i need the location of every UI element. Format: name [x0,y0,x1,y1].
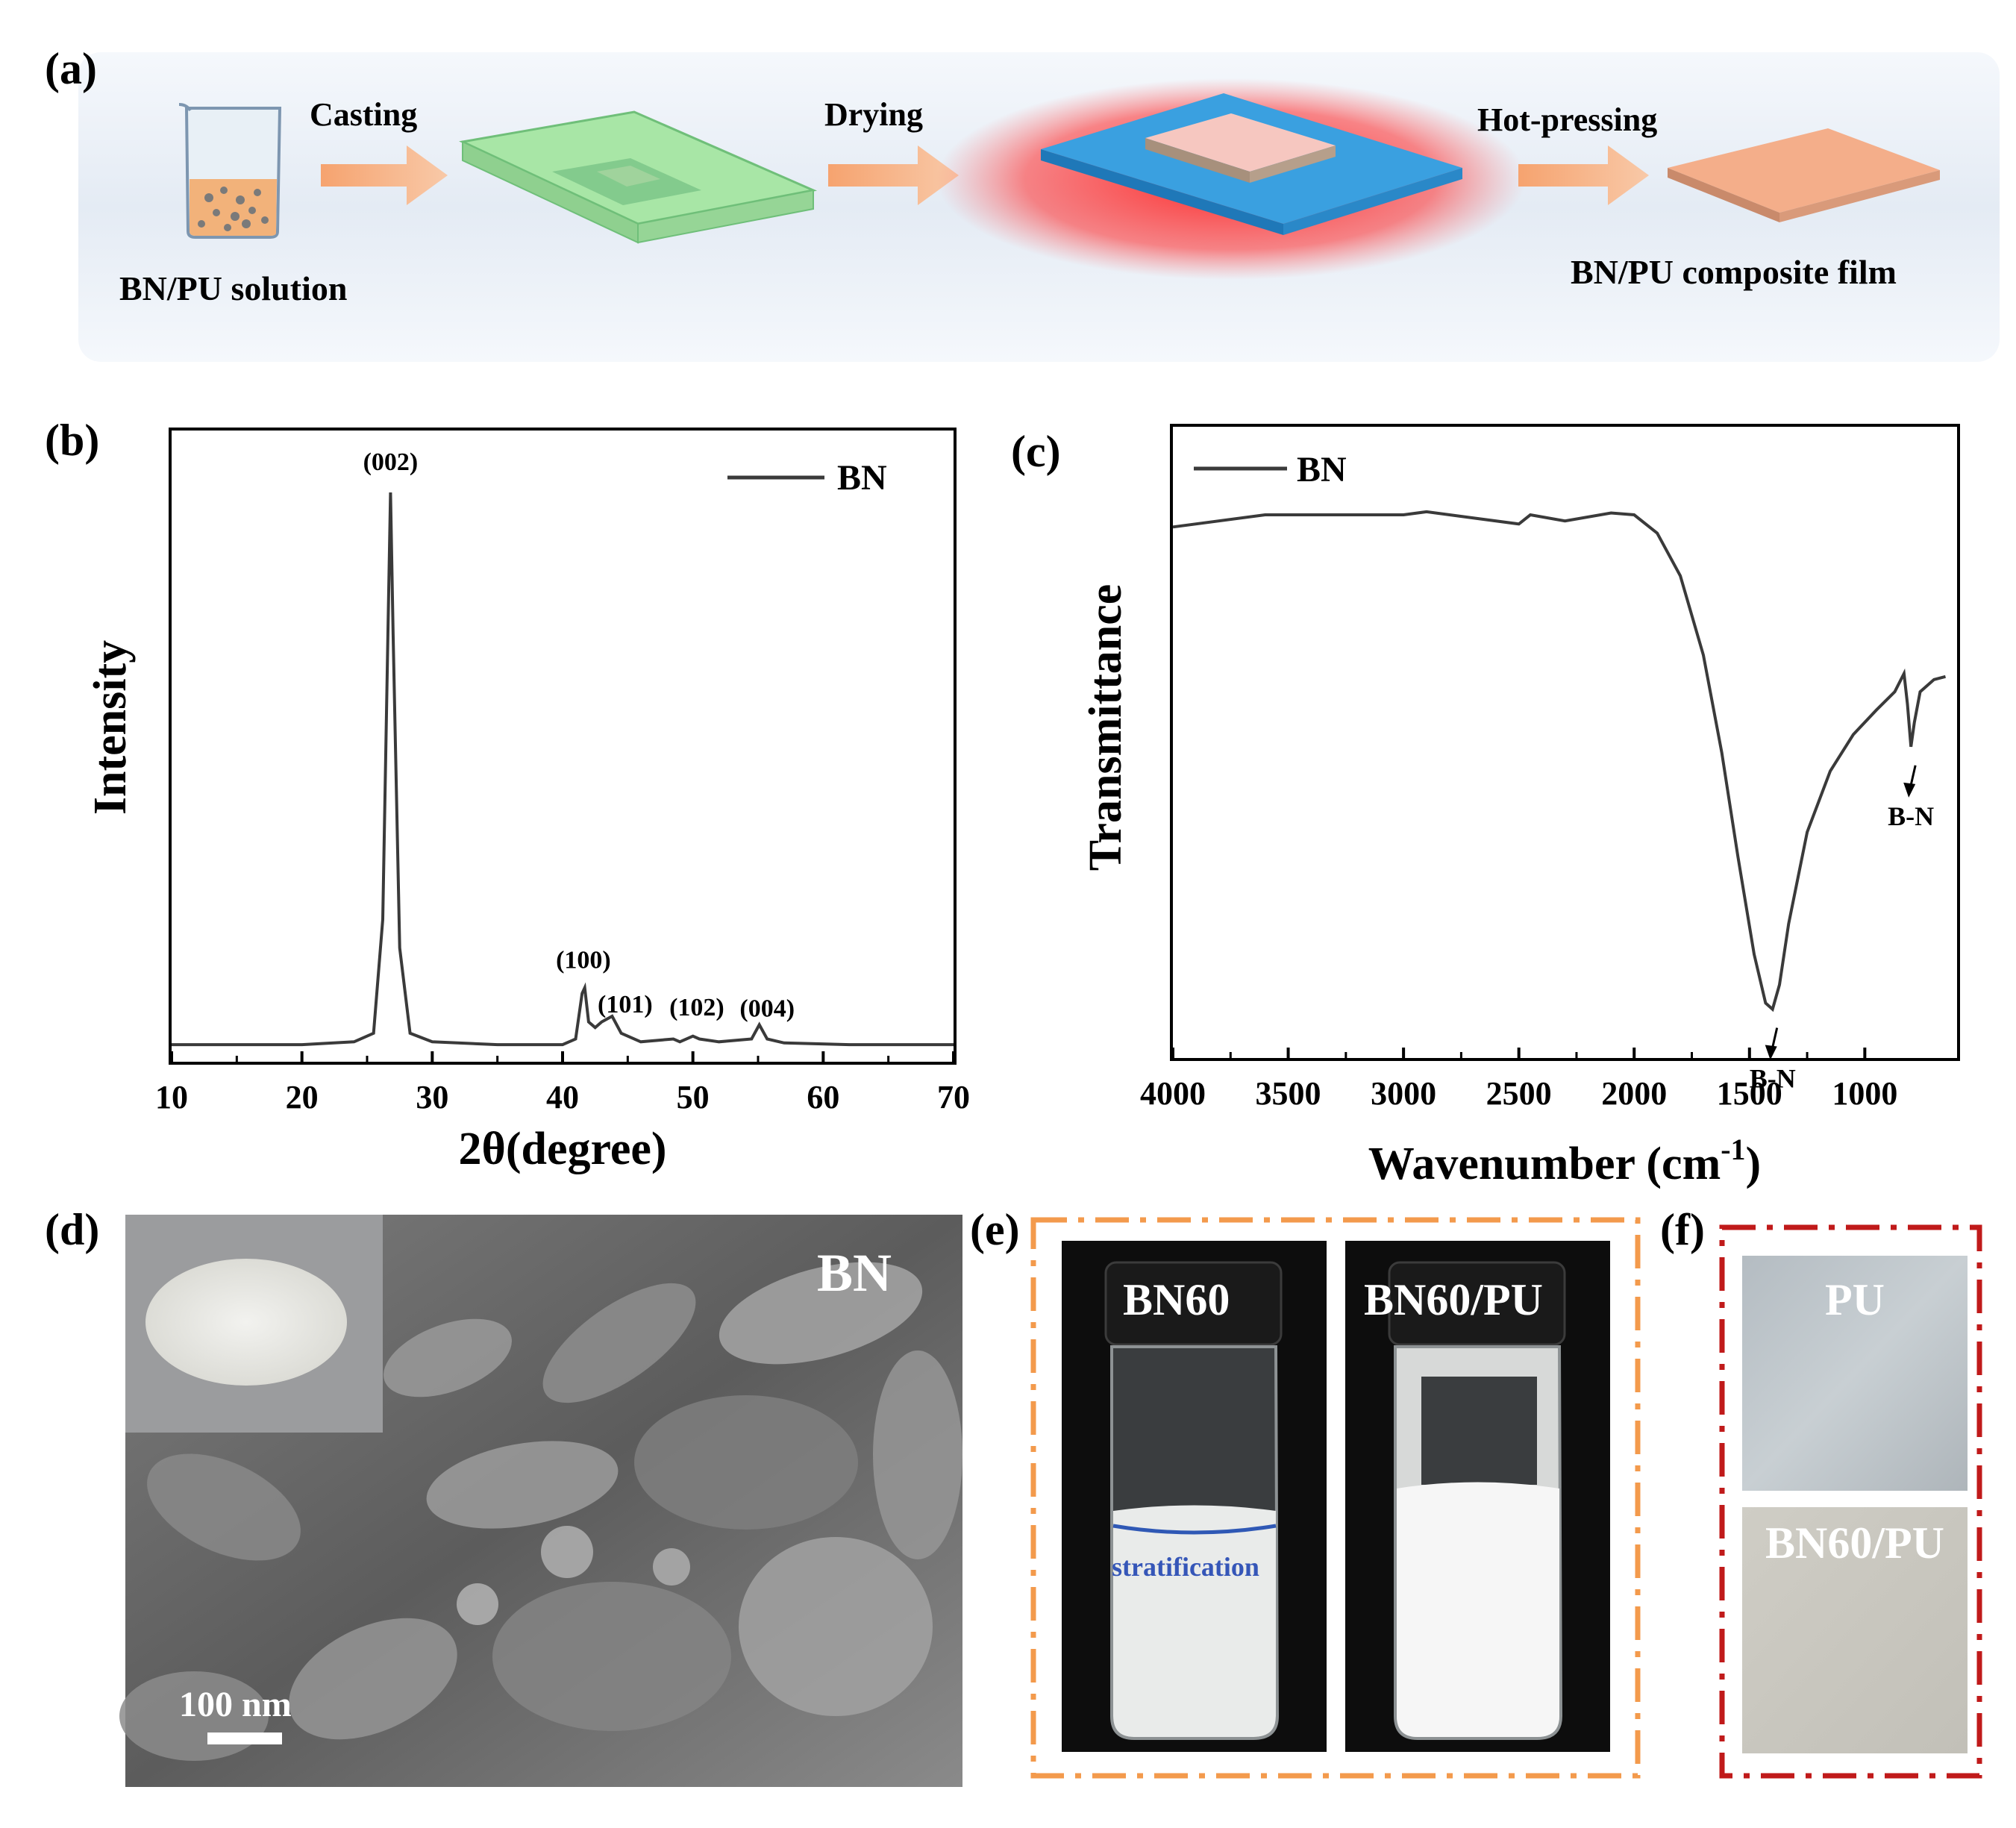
xrd-series-bn [172,492,954,1047]
bnpu-film-photo [1742,1507,1968,1753]
sem-label: BN [817,1243,892,1303]
x-tick-label: 40 [546,1079,579,1115]
annotation-label: B-N [1750,1064,1796,1094]
film-label-bottom: BN60/PU [1765,1518,1944,1568]
step-drying: Drying [824,96,923,133]
ftir-legend-label: BN [1297,450,1347,489]
vial-label-left: BN60 [1123,1275,1230,1324]
vial-cap-left [1104,1261,1283,1346]
x-tick-label: 1000 [1832,1075,1897,1112]
panel-label-f: (f) [1660,1205,1705,1254]
process-arrow-3 [1518,145,1649,205]
ftir-y-label: Transmittance [1080,584,1131,871]
film-label-top: PU [1825,1275,1885,1324]
x-tick-label: 2000 [1601,1075,1667,1112]
casting-tray [459,110,818,244]
powder-pile [145,1259,347,1386]
panel-e: (e) BN60 stratification BN60/PU [970,1205,1641,1779]
annotation-label: (100) [556,947,611,974]
stratification-line [1112,1524,1277,1535]
panel-label-d: (d) [45,1205,99,1254]
ftir-x-ticks: 4000 3500 3000 2500 2000 1500 1000 [1140,1048,1897,1112]
films-frame [1719,1224,1982,1779]
x-tick-label: 10 [155,1079,188,1115]
ftir-x-label-end: ) [1746,1139,1762,1189]
x-tick-label: 3000 [1371,1075,1436,1112]
sem-particles [119,1262,962,1761]
vial-label-right: BN60/PU [1364,1275,1543,1324]
x-tick-label: 20 [286,1079,319,1115]
stratification-label: stratification [1112,1552,1259,1582]
process-arrow-1 [321,145,448,205]
process-arrow-2 [828,145,959,205]
panel-label-b: (b) [45,416,99,465]
scale-bar-label: 100 nm [179,1685,292,1724]
beaker-icon [178,103,282,239]
annotation-arrow-head [1903,782,1916,798]
ftir-series-bn [1172,510,1947,1012]
vial-liquid-right [1397,1482,1559,1737]
ftir-x-label-sup: -1 [1721,1133,1745,1166]
ftir-x-label: Wavenumber (cm-1) [1368,1133,1761,1189]
annotation-label: (101) [598,991,653,1018]
x-tick-label: 30 [416,1079,448,1115]
ftir-plot-frame [1170,424,1960,1061]
panel-label-c: (c) [1011,427,1061,476]
ftir-band-annotations: B-N B-N [1750,765,1934,1094]
annotation-arrow-head [1765,1045,1777,1060]
annotation-label: (004) [739,995,795,1022]
x-tick-label: 2500 [1486,1075,1552,1112]
x-tick-label: 50 [677,1079,710,1115]
ftir-x-label-text: Wavenumber (cm [1368,1139,1721,1189]
xrd-x-ticks: 10 20 30 40 50 60 70 [155,1051,970,1115]
vial-glass-right [1421,1377,1537,1485]
panel-d: (d) BN 100 nm [45,1205,962,1787]
panel-c: (c) 4000 3500 3000 2500 2000 1500 1000 B-NB-N … [1011,424,1960,1189]
x-tick-label: 1500 [1717,1075,1782,1112]
xrd-y-label: Intensity [85,640,136,815]
hot-plate [936,78,1526,280]
start-label: BN/PU solution [119,269,347,307]
panel-f: (f) PU BN60/PU [1660,1205,1982,1779]
panel-label-a: (a) [45,44,97,93]
x-tick-label: 4000 [1140,1075,1206,1112]
xrd-x-label: 2θ(degree) [458,1124,666,1174]
vial-cap-right [1388,1261,1566,1346]
vials-frame [1030,1217,1641,1779]
step-hot-pressing: Hot-pressing [1477,101,1657,138]
x-tick-label: 3500 [1256,1075,1321,1112]
xrd-peak-annotations: (002) (100) (101) (102) (004) [363,448,795,1022]
annotation-label: B-N [1888,801,1934,831]
step-casting: Casting [310,96,417,133]
annotation-label: (102) [669,994,724,1021]
vial-liquid-left [1113,1505,1276,1737]
xrd-plot-frame [169,428,957,1065]
x-tick-label: 70 [937,1079,970,1115]
panel-a: (a) BN/PU solution Casting Drying [45,44,2000,362]
end-label: BN/PU composite film [1571,253,1897,291]
pu-film-photo [1742,1256,1968,1491]
panel-label-e: (e) [970,1205,1020,1254]
composite-film [1668,128,1940,222]
xrd-legend-label: BN [837,458,887,498]
scale-bar [207,1732,282,1744]
x-tick-label: 60 [807,1079,839,1115]
annotation-label: (002) [363,448,419,476]
